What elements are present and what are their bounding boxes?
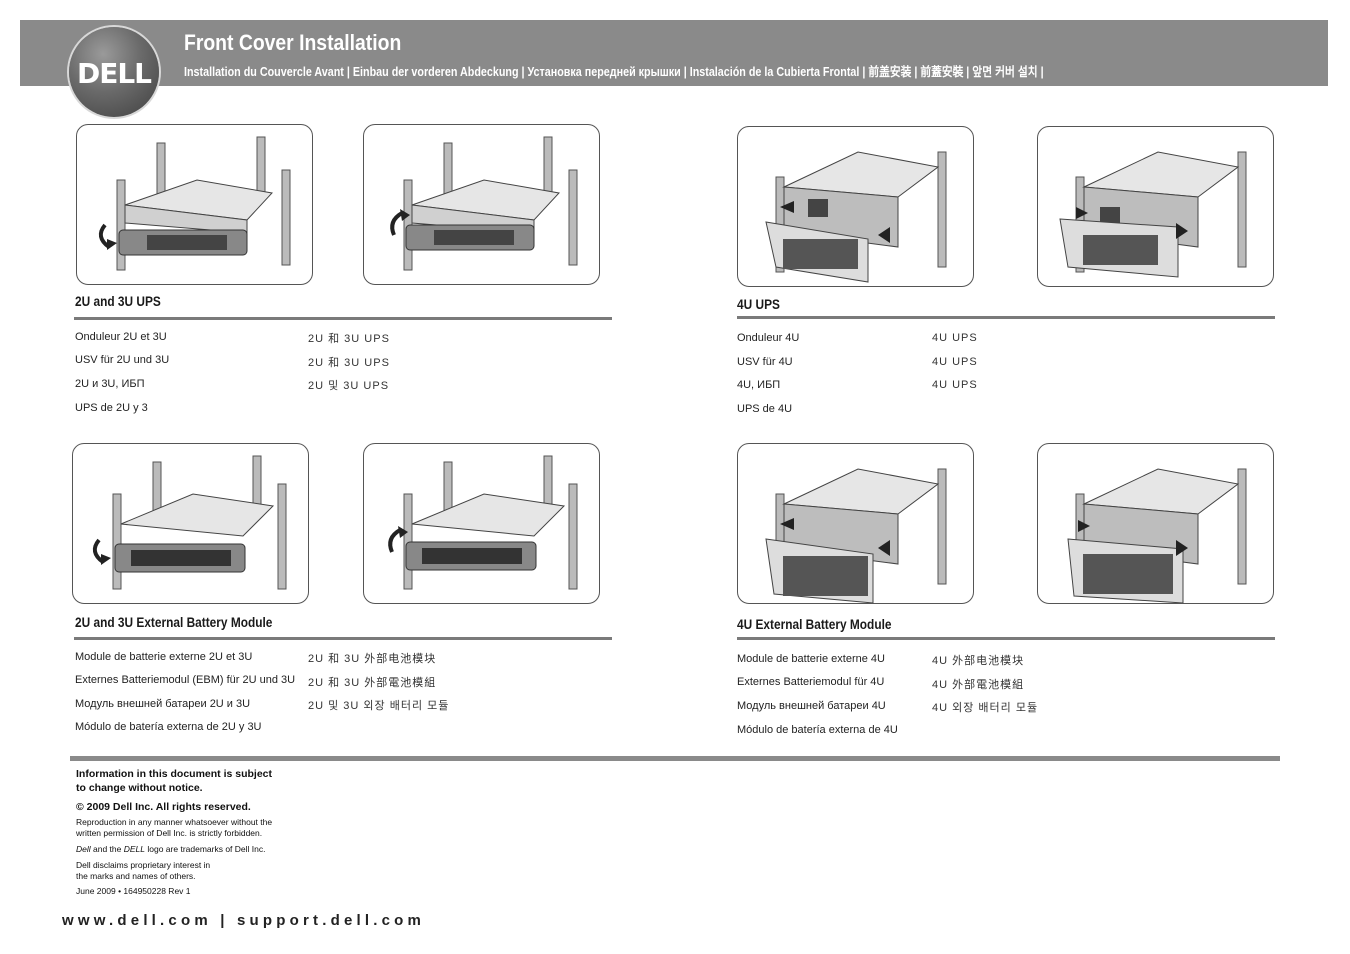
translation-item: 4U UPS [932,379,978,391]
translation-item: 4U UPS [932,356,978,368]
translation-item: 4U UPS [932,332,978,344]
trademark-dell: Dell [76,844,91,854]
ebm-2u-remove-drawing [92,455,287,590]
section-rule [74,637,612,640]
notice-line-2: to change without notice. [76,782,203,794]
translation-item: Módulo de batería externa de 2U y 3U [75,721,262,733]
translation-item: 4U 外部電池模組 [932,679,1025,691]
translation-item: UPS de 2U y 3 [75,402,148,414]
ebm-2u-install-drawing [388,455,578,590]
section-title-2u3u-ebm: 2U and 3U External Battery Module [75,615,273,630]
disclaim-line-1: Dell disclaims proprietary interest in [76,860,211,870]
translation-item: USV für 2U und 3U [75,354,170,366]
reproduction-line-1: Reproduction in any manner whatsoever wi… [76,817,273,827]
translation-item: Module de batterie externe 4U [737,653,885,665]
translation-item: 2U 및 3U 외장 배터리 모듈 [308,700,450,712]
translation-item: 2U 和 3U 外部电池模块 [308,653,437,665]
illustration-4u-ebm-remove [737,443,974,604]
translation-item: 2U и 3U, ИБП [75,378,145,390]
translation-item: 4U, ИБП [737,379,781,391]
illustration-2u3u-ebm-install [363,443,600,604]
section-title-4u-ebm: 4U External Battery Module [737,617,892,632]
notice-line-1: Information in this document is subject [76,768,273,780]
translation-item: 4U 外部电池模块 [932,655,1025,667]
footer-url[interactable]: www.dell.com | support.dell.com [62,912,426,929]
ups-2u-remove-drawing [98,136,291,271]
page-title: Front Cover Installation [184,30,402,55]
trademark-line: Dell and the DELL logo are trademarks of… [76,844,266,855]
translation-item: UPS de 4U [737,403,793,415]
translation-item: 4U 외장 배터리 모듈 [932,702,1039,714]
section-rule [737,316,1275,319]
illustration-2u3u-ups-remove [76,124,313,285]
trademark-dell-caps: DELL [123,844,146,854]
illustration-2u3u-ups-install [363,124,600,285]
illustration-4u-ups-remove [737,126,974,287]
dell-logo: DELL [69,27,159,117]
illustration-4u-ups-install [1037,126,1274,287]
ebm-4u-remove-drawing [765,468,947,603]
translation-item: 2U 和 3U UPS [308,357,390,369]
footer-divider [70,756,1280,761]
trademark-mid: and the [90,844,124,854]
ups-2u-install-drawing [390,136,578,271]
translation-item: Módulo de batería externa de 4U [737,724,898,736]
translation-item: Onduleur 4U [737,332,800,344]
translation-item: Модуль внешней батареи 4U [737,700,886,712]
section-title-4u-ups: 4U UPS [737,297,780,312]
translation-item: Module de batterie externe 2U et 3U [75,651,253,663]
ebm-4u-install-drawing [1067,468,1247,603]
translation-item: Externes Batteriemodul für 4U [737,676,885,688]
section-title-2u3u-ups: 2U and 3U UPS [75,294,161,309]
logo-text: DELL [76,57,152,90]
section-rule [74,317,612,320]
translation-item: 2U 및 3U UPS [308,380,390,392]
ups-4u-remove-drawing [765,151,947,283]
disclaim-line-2: the marks and names of others. [76,871,196,881]
translation-item: Модуль внешней батареи 2U и 3U [75,698,251,710]
document-date-part: June 2009 • 164950228 Rev 1 [76,886,191,896]
translation-item: USV für 4U [737,356,793,368]
section-rule [737,637,1275,640]
header-band [20,20,1328,86]
ups-4u-install-drawing [1059,151,1247,278]
translation-item: Externes Batteriemodul (EBM) für 2U und … [75,674,296,686]
copyright: © 2009 Dell Inc. All rights reserved. [76,801,251,813]
reproduction-line-2: written permission of Dell Inc. is stric… [76,828,263,838]
translation-item: 2U 和 3U UPS [308,333,390,345]
page-subtitle: Installation du Couvercle Avant | Einbau… [184,65,1044,79]
illustration-4u-ebm-install [1037,443,1274,604]
illustration-2u3u-ebm-remove [72,443,309,604]
translation-item: 2U 和 3U 外部電池模組 [308,677,437,689]
translation-item: Onduleur 2U et 3U [75,331,167,343]
trademark-end: logo are trademarks of Dell Inc. [145,844,266,854]
